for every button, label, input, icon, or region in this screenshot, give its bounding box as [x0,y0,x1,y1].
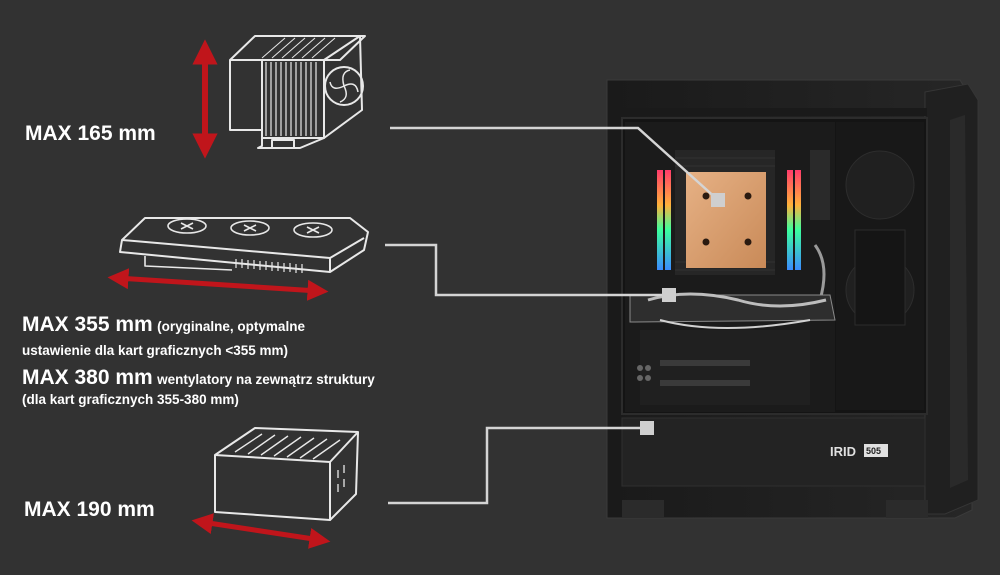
gpu-max-355: MAX 355 mm [22,313,153,336]
power-supply-icon [214,427,359,521]
gpu-max-380-note-2: (dla kart graficznych 355-380 mm) [22,392,239,407]
case-model-badge: 505 [866,446,881,456]
gpu-max-380: MAX 380 mm [22,366,153,389]
gpu-max-355-line: MAX 355 mm (oryginalne, optymalne [22,313,305,337]
gpu-max-355-note-1: (oryginalne, optymalne [157,319,305,334]
cpu-cooler-icon [229,35,366,149]
psu-max-length: MAX 190 mm [24,498,155,521]
leader-endpoints [640,193,725,435]
pc-case: IRID 505 [606,79,979,519]
leader-lines [385,126,719,505]
double-arrow-icon [191,513,331,549]
graphics-card-icon [119,217,369,273]
case-brand: IRID [830,444,856,459]
gpu-max-380-note-1: wentylatory na zewnątrz struktury [157,372,375,387]
double-arrow-icon [107,268,329,301]
gpu-max-380-line: MAX 380 mm wentylatory na zewnątrz struk… [22,366,375,390]
gpu-max-355-note-2: ustawienie dla kart graficznych <355 mm) [22,343,288,358]
cpu-cooler-max-height: MAX 165 mm [25,122,156,145]
